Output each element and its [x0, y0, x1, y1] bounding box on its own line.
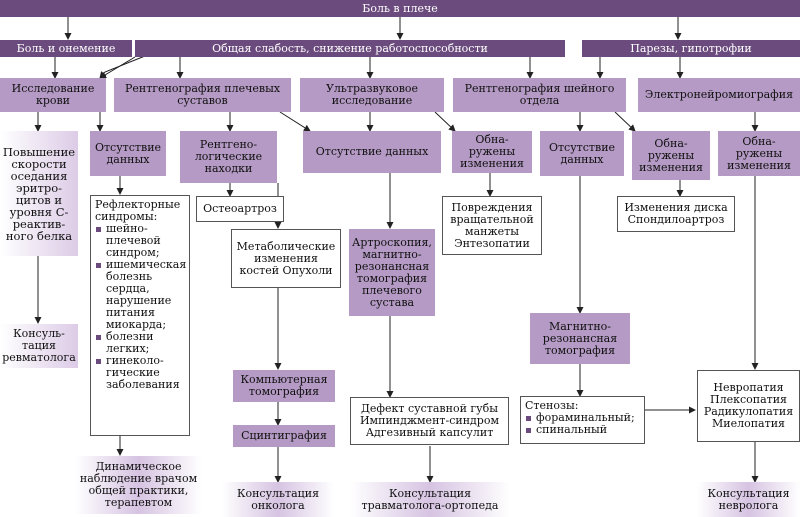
scintigraphy-box: Сцинтиграфия: [233, 425, 335, 447]
xray-findings-box: Рентгено-логические находки: [180, 131, 277, 183]
stenosis-title: Стенозы:: [525, 399, 579, 412]
gp-observation-box: Динамическое наблюдение врачом общей пра…: [75, 456, 202, 514]
metabolic-box: Метаболические изменения костей Опухоли: [231, 229, 341, 288]
labrum-box: Дефект суставной губы Импинджмент-синдро…: [350, 397, 509, 445]
no-data-neck-box: Отсутствие данных: [540, 131, 624, 176]
emg-box: Электронейромиография: [638, 78, 800, 112]
ct-box: Компьютерная томография: [233, 370, 335, 402]
osteoarthrosis-box: Остеоартроз: [196, 196, 284, 222]
pain-numbness-box: Боль и онемение: [0, 40, 132, 57]
rheumatologist-box: Консуль-тация ревматолога: [0, 324, 78, 368]
top-symptom-bar: Боль в плече: [0, 0, 800, 17]
changes-emg-box: Обна-ружены изменения: [718, 131, 800, 176]
disc-changes-box: Изменения диска Спондилоартроз: [617, 196, 735, 232]
oncologist-box: Консультация онколога: [222, 482, 334, 517]
esr-increase-box: Повышение скорости оседания эритро-цитов…: [0, 131, 78, 256]
changes-ultrasound-box: Обна-ружены изменения: [452, 131, 532, 173]
arthroscopy-mri-box: Артроскопия, магнитно-резонансная томогр…: [349, 229, 435, 316]
stenosis-box: Стенозы: фораминальный; спинальный: [520, 396, 645, 444]
stenosis-item: спинальный: [525, 424, 635, 436]
reflex-item: гинеколо-гические заболевания: [95, 355, 186, 391]
reflex-syndromes-list: шейно-плечевой синдром; ишемическая боле…: [95, 223, 186, 391]
neuropathy-box: Невропатия Плексопатия Радикулопатия Мие…: [697, 370, 800, 442]
xray-shoulder-box: Рентгенография плечевых суставов: [114, 78, 291, 112]
xray-neck-box: Рентгенография шейного отдела: [453, 78, 626, 112]
neurologist-box: Консультация невролога: [697, 482, 800, 517]
reflex-item: ишемическая болезнь сердца, нарушение пи…: [95, 259, 186, 331]
reflex-syndromes-box: Рефлекторные синдромы: шейно-плечевой си…: [90, 195, 190, 436]
stenosis-item: фораминальный;: [525, 412, 635, 424]
traumatologist-box: Консультация травматолога-ортопеда: [350, 482, 510, 517]
no-data-ultrasound-box: Отсутствие данных: [303, 131, 441, 173]
ultrasound-box: Ультразвуковое исследование: [300, 78, 444, 112]
reflex-item: шейно-плечевой синдром;: [95, 223, 186, 259]
no-data-shoulder-box: Отсутствие данных: [90, 131, 166, 176]
reflex-item: болезни легких;: [95, 331, 186, 355]
reflex-syndromes-title: Рефлекторные синдромы:: [95, 198, 181, 223]
blood-test-box: Исследование крови: [0, 78, 106, 112]
weakness-box: Общая слабость, снижение работоспособнос…: [135, 40, 565, 57]
paresis-box: Парезы, гипотрофии: [582, 40, 800, 57]
rotator-cuff-box: Повреждения вращательной манжеты Энтезоп…: [442, 196, 542, 255]
changes-neck-box: Обна-ружены изменения: [632, 131, 710, 180]
mrt-box: Магнитно-резонансная томография: [530, 313, 630, 364]
stenosis-list: фораминальный; спинальный: [525, 412, 635, 436]
